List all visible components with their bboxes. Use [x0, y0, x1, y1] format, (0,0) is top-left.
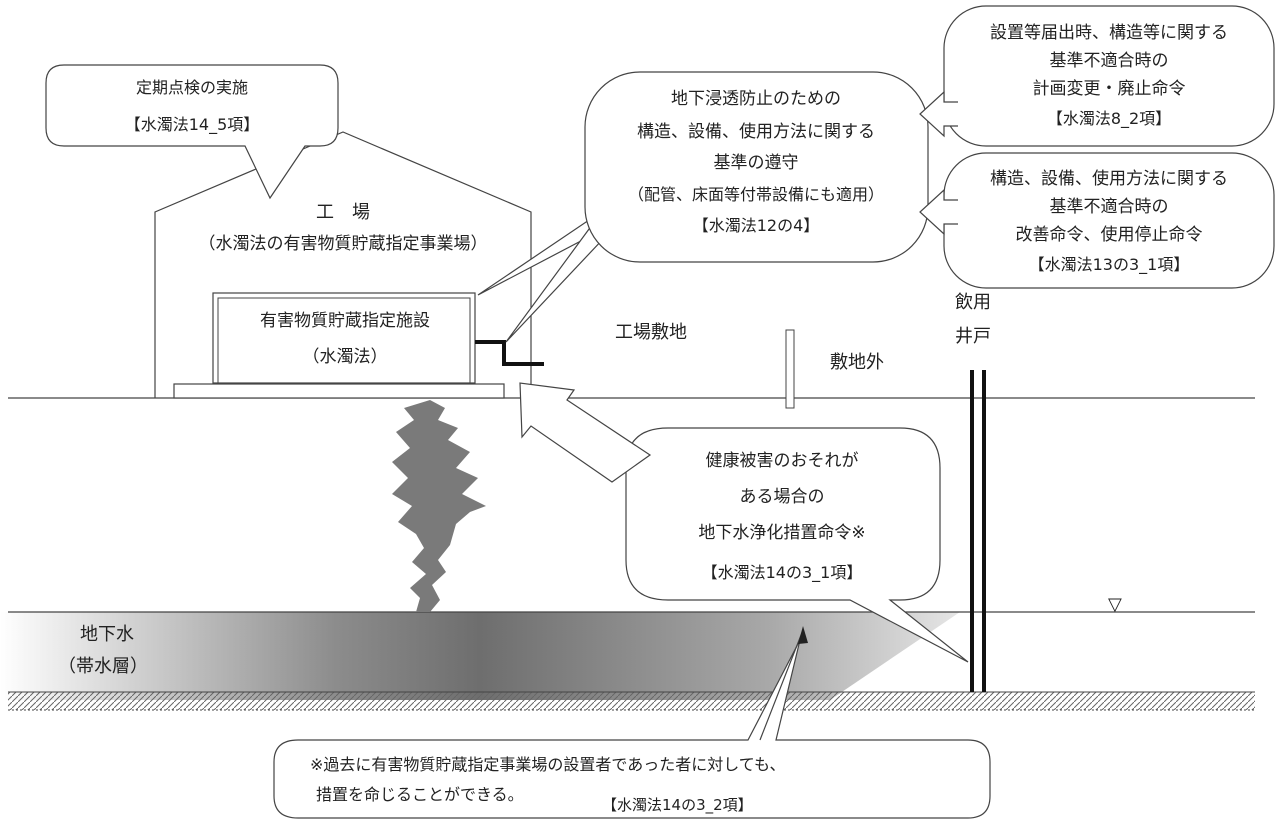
inspection-callout	[45, 64, 339, 200]
purification-arrow	[519, 382, 652, 483]
purification-line3: 地下水浄化措置命令※	[698, 523, 865, 543]
note-line2: 措置を命じることができる。	[316, 785, 524, 804]
plan-change-law-ref: 【水濁法8_2項】	[1047, 109, 1171, 129]
purification-line1: 健康被害のおそれが	[706, 451, 859, 471]
plan-change-line2: 基準不適合時の	[1050, 51, 1169, 71]
purification-law-ref: 【水濁法14の3_1項】	[702, 563, 863, 583]
note-pointer-arrowhead	[798, 626, 808, 644]
standards-law-ref: 【水濁法12の4】	[693, 216, 820, 235]
inspection-text: 定期点検の実施	[136, 78, 248, 97]
plan-change-line1: 設置等届出時、構造等に関する	[990, 23, 1228, 43]
facility-base	[173, 383, 505, 399]
note-law-ref: 【水濁法14の3_2項】	[602, 796, 753, 815]
factory-site-label: 工場敷地	[615, 322, 687, 343]
factory-title: 工 場	[316, 202, 370, 223]
site-boundary-post	[785, 329, 795, 409]
well-label-line2: 井戸	[955, 326, 991, 347]
improvement-law-ref: 【水濁法13の3_1項】	[1029, 255, 1190, 275]
inspection-law-ref: 【水濁法14_5項】	[125, 115, 260, 135]
groundwater-label: 地下水	[80, 624, 134, 645]
groundwater-plume	[0, 612, 960, 700]
purification-line2: ある場合の	[740, 487, 825, 507]
standards-line2: 構造、設備、使用方法に関する	[637, 121, 875, 142]
leak-plume-shape	[392, 400, 486, 612]
water-level-symbol: ▽	[1108, 594, 1122, 615]
aquifer-label: （帯水層）	[58, 656, 148, 677]
note-callout	[273, 639, 991, 819]
factory-building-outline	[154, 131, 532, 398]
impermeable-layer	[8, 691, 1255, 711]
plan-change-line3: 計画変更・廃止命令	[1033, 79, 1186, 99]
standards-line3: 基準の遵守	[714, 153, 799, 173]
outside-site-label: 敷地外	[830, 352, 884, 373]
pipe	[475, 340, 544, 366]
drinking-well	[970, 370, 986, 692]
standards-callout	[477, 71, 929, 343]
well-label-line1: 飲用	[955, 292, 991, 313]
note-pointer-line	[759, 629, 804, 741]
plan-change-callout	[943, 5, 1275, 147]
standards-line4: （配管、床面等付帯設備にも適用）	[628, 185, 884, 204]
improvement-line1: 構造、設備、使用方法に関する	[990, 168, 1228, 189]
arrow-improvement-to-standards	[919, 188, 958, 236]
standards-line1: 地下浸透防止のための	[671, 89, 841, 109]
factory-subtitle: （水濁法の有害物質貯蔵指定事業場）	[199, 234, 488, 254]
improvement-line2: 基準不適合時の	[1050, 197, 1169, 217]
facility-sublabel: （水濁法）	[303, 347, 388, 367]
facility-box	[212, 292, 476, 384]
improvement-line3: 改善命令、使用停止命令	[1016, 224, 1203, 245]
facility-label: 有害物質貯蔵指定施設	[260, 311, 430, 331]
arrow-plan-change-to-standards	[919, 90, 958, 138]
note-line1: ※過去に有害物質貯蔵指定事業場の設置者であった者に対しても、	[310, 755, 786, 774]
